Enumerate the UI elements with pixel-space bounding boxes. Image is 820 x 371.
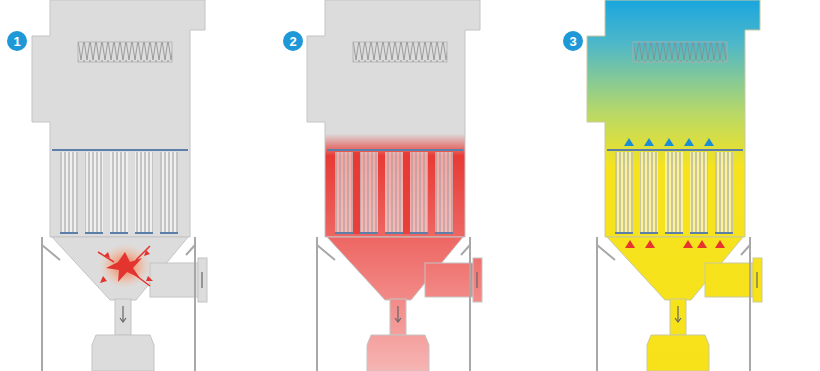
callout-number: 2 xyxy=(289,35,296,48)
collector-normal xyxy=(32,0,207,371)
collector-suppressed xyxy=(587,0,762,371)
callout-number: 1 xyxy=(13,35,20,48)
callout-number: 3 xyxy=(569,35,576,48)
collector-deflagration xyxy=(307,0,482,371)
callout-circles xyxy=(7,31,583,51)
